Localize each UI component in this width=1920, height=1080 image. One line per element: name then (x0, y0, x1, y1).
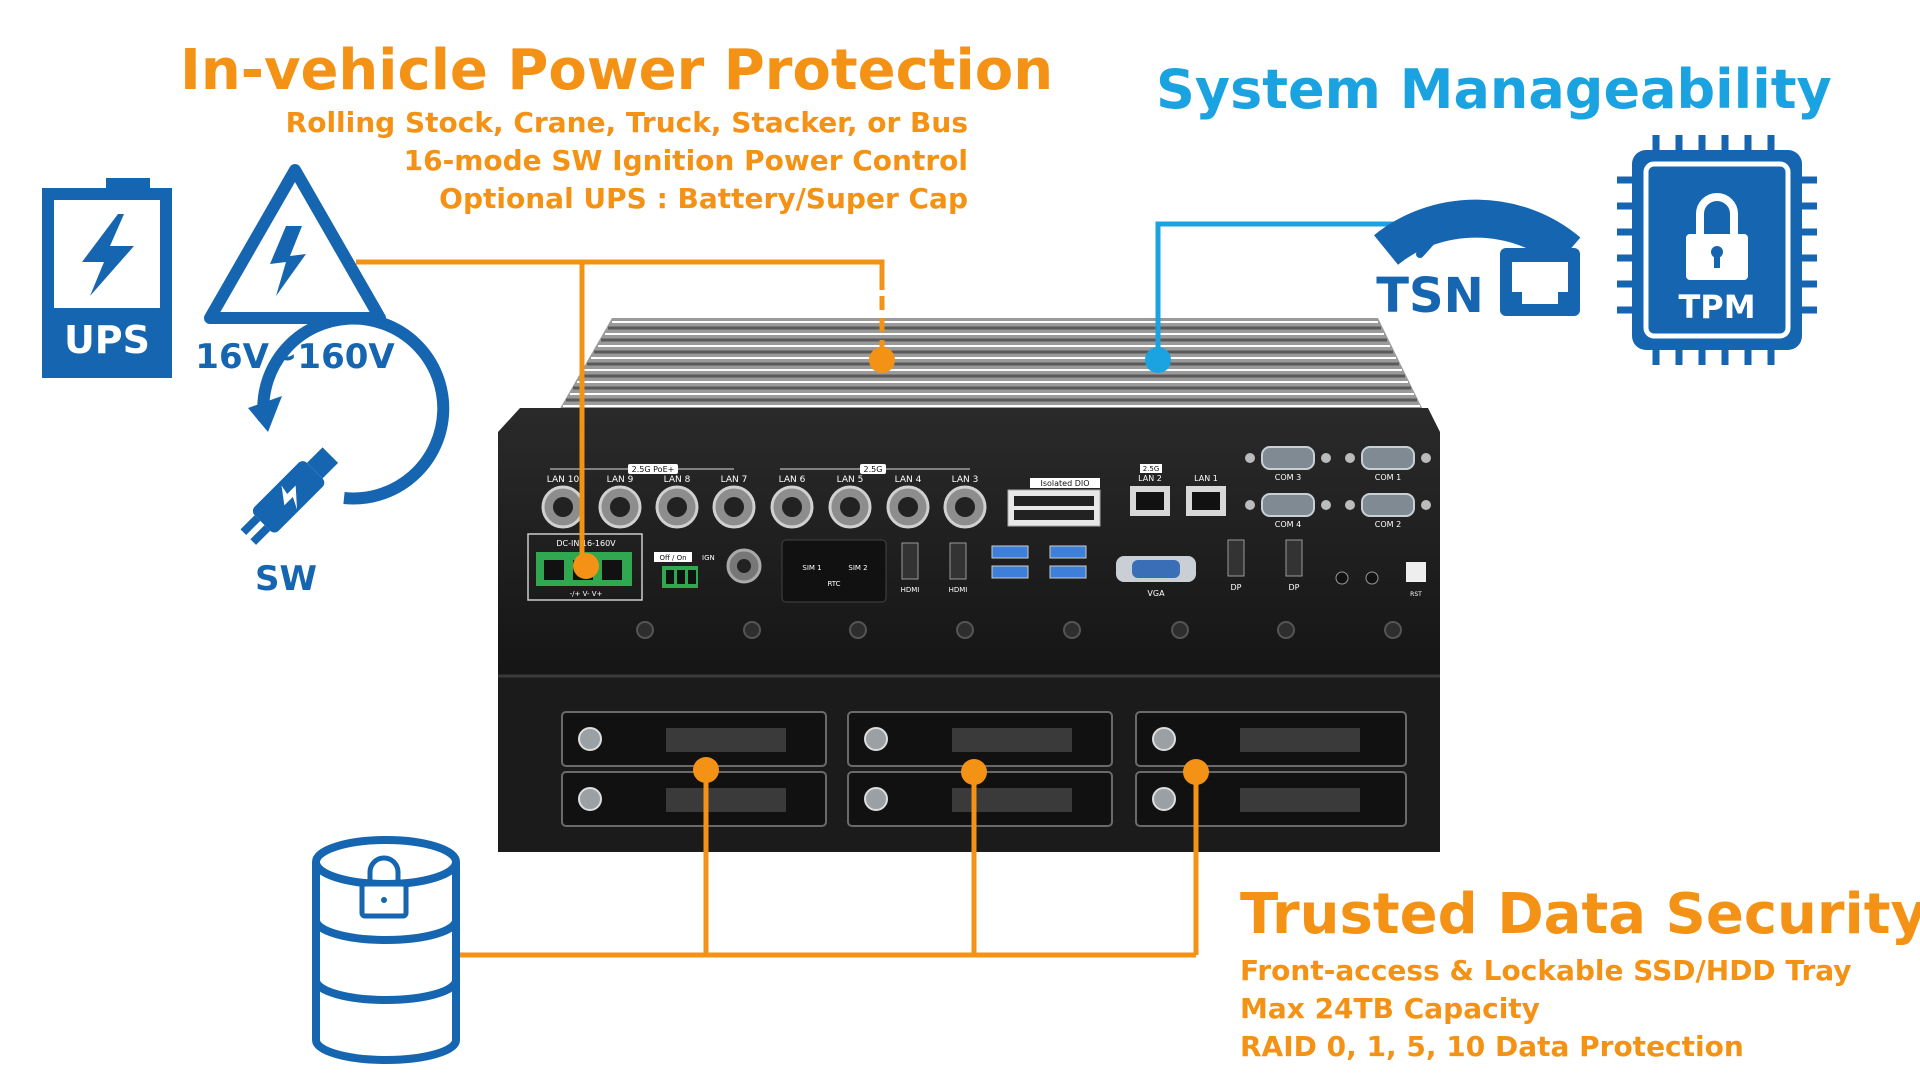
system-manageability-title: System Manageability (1156, 58, 1832, 121)
rj45-port-label: LAN 1 (1194, 474, 1218, 483)
power-line-1: Rolling Stock, Crane, Truck, Stacker, or… (285, 106, 968, 139)
lan-port-label: LAN 4 (895, 475, 922, 485)
rj45-group-label: 2.5G (1143, 465, 1160, 473)
security-line-2: Max 24TB Capacity (1240, 992, 1540, 1025)
rst-label: RST (1410, 591, 1422, 598)
poe-group-label: 2.5G PoE+ (632, 465, 675, 474)
storage-marker (1183, 759, 1209, 785)
lan-port-label: LAN 10 (547, 475, 580, 485)
com-port-label: COM 1 (1375, 473, 1401, 482)
tpm-label: TPM (1678, 288, 1755, 326)
database-lock-icon (312, 836, 460, 1064)
dp-ports: DP DP (1227, 539, 1303, 592)
lan-port-label: LAN 8 (664, 475, 691, 485)
manageability-marker (1145, 347, 1171, 373)
sw-ignition-icon: SW (240, 312, 450, 599)
dp-label: DP (1289, 583, 1300, 592)
storage-marker (693, 757, 719, 783)
power-line-3: Optional UPS : Battery/Super Cap (439, 182, 968, 215)
rtc-label: RTC (827, 580, 840, 588)
power-connector-lines (356, 259, 885, 566)
ups-label: UPS (64, 318, 150, 362)
manageability-connector-line (1155, 221, 1400, 352)
com-ports: COM 3 COM 1 COM 4 COM 2 (1245, 446, 1431, 529)
m12-lan-ports: LAN 10 LAN 9 LAN 8 LAN 7 LAN 6 LAN 5 LAN… (541, 475, 987, 529)
usb3-ports (991, 545, 1087, 579)
sim-label: SIM 2 (848, 564, 867, 572)
dc-pins-label: -/+ V- V+ (570, 590, 603, 598)
ign-connector: Off / On IGN (654, 552, 715, 588)
storage-marker (961, 759, 987, 785)
power-button: RST (1406, 562, 1426, 598)
rj45-port-label: LAN 2 (1138, 474, 1162, 483)
isolated-dio-connector: Isolated DIO (1007, 478, 1101, 527)
sim-label: SIM 1 (802, 564, 821, 572)
storage-connector-lines (460, 772, 1199, 958)
power-protection-details: Rolling Stock, Crane, Truck, Stacker, or… (286, 104, 968, 218)
sim-rtc-panel: SIM 1 SIM 2 RTC (781, 539, 887, 603)
hdmi-ports: HDMI HDMI (901, 542, 968, 594)
hdmi-label: HDMI (949, 586, 968, 594)
heatsink-fins (558, 318, 1424, 412)
com-port-label: COM 2 (1375, 520, 1401, 529)
sw-label: SW (255, 559, 317, 599)
dp-label: DP (1231, 583, 1242, 592)
tsn-icon: TSN (1374, 199, 1581, 324)
ups-battery-icon: UPS (42, 178, 172, 378)
tsn-label: TSN (1376, 268, 1483, 324)
tpm-chip-icon: TPM (1617, 135, 1817, 365)
security-line-3: RAID 0, 1, 5, 10 Data Protection (1240, 1030, 1744, 1063)
data-security-title: Trusted Data Security (1240, 882, 1920, 947)
vga-port: VGA (1116, 556, 1196, 598)
power-marker (869, 347, 895, 373)
lan-group-label: 2.5G (864, 465, 883, 474)
power-protection-title: In-vehicle Power Protection (180, 38, 1054, 103)
data-security-details: Front-access & Lockable SSD/HDD Tray Max… (1240, 952, 1852, 1066)
dc-in-label: DC-IN 16-160V (556, 539, 616, 548)
lan-port-label: LAN 3 (952, 475, 979, 485)
dc-in-marker (573, 553, 599, 579)
dio-label: Isolated DIO (1040, 479, 1089, 488)
vga-label: VGA (1147, 589, 1165, 598)
ign-label: IGN (702, 554, 715, 562)
rj45-ports: 2.5G LAN 2 LAN 1 (1130, 464, 1226, 516)
security-line-1: Front-access & Lockable SSD/HDD Tray (1240, 954, 1852, 987)
lan-port-label: LAN 7 (721, 475, 748, 485)
com-port-label: COM 4 (1275, 520, 1301, 529)
com-port-label: COM 3 (1275, 473, 1301, 482)
lan-port-label: LAN 6 (779, 475, 806, 485)
drive-trays (561, 711, 1407, 827)
lan-port-label: LAN 5 (837, 475, 864, 485)
high-voltage-icon: 16V~160V (195, 164, 395, 377)
lan-port-label: LAN 9 (607, 475, 634, 485)
hdmi-label: HDMI (901, 586, 920, 594)
audio-jacks (1335, 571, 1379, 585)
ign-switch-label: Off / On (659, 554, 686, 562)
power-line-2: 16-mode SW Ignition Power Control (403, 144, 968, 177)
